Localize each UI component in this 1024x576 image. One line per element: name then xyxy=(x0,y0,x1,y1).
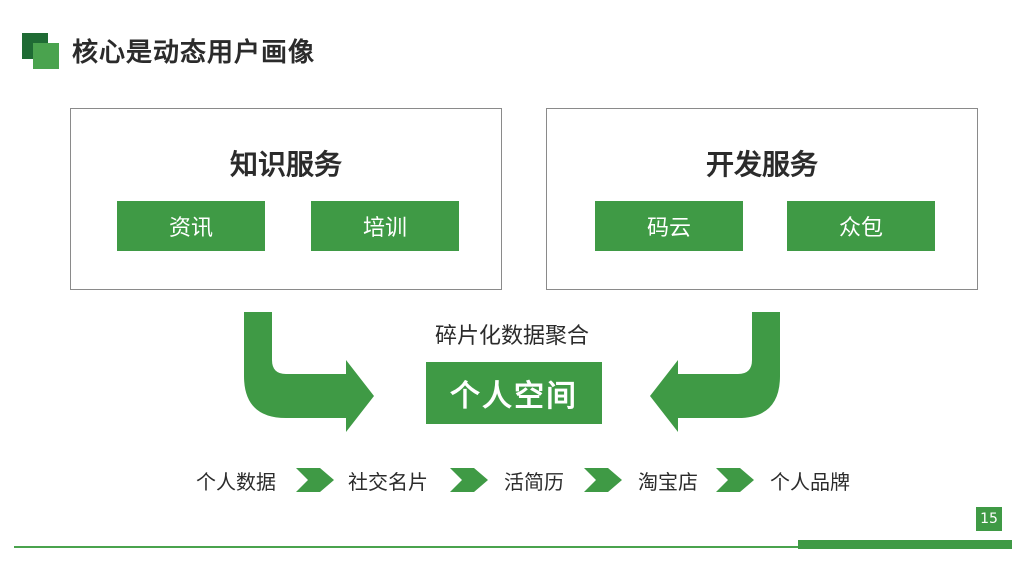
flow-item-social-card: 社交名片 xyxy=(348,470,428,494)
personal-space-box: 个人空间 xyxy=(426,362,602,424)
chevron-right-icon xyxy=(450,468,488,492)
chevron-right-icon xyxy=(716,468,754,492)
logo-icon xyxy=(22,33,62,69)
flow-item-live-resume: 活简历 xyxy=(504,470,564,494)
page-title: 核心是动态用户画像 xyxy=(72,38,316,68)
panel-title-dev: 开发服务 xyxy=(705,148,818,181)
chevron-right-icon xyxy=(584,468,622,492)
left-curved-arrow-icon xyxy=(244,312,374,432)
chevron-right-icon xyxy=(296,468,334,492)
page-number-badge: 15 xyxy=(976,507,1002,531)
training-box: 培训 xyxy=(311,201,459,251)
news-box: 资讯 xyxy=(117,201,265,251)
flow-item-personal-data: 个人数据 xyxy=(196,470,276,494)
code-cloud-box: 码云 xyxy=(595,201,743,251)
flow-item-personal-brand: 个人品牌 xyxy=(770,470,850,494)
right-curved-arrow-icon xyxy=(650,312,780,432)
crowdsourcing-box: 众包 xyxy=(787,201,935,251)
knowledge-services-panel: 知识服务 资讯 培训 xyxy=(70,108,502,290)
dev-services-panel: 开发服务 码云 众包 xyxy=(546,108,978,290)
flow-item-taobao-shop: 淘宝店 xyxy=(638,470,698,494)
flow-row: 个人数据 社交名片 活简历 淘宝店 个人品牌 xyxy=(0,462,1024,496)
panel-title-knowledge: 知识服务 xyxy=(229,148,342,181)
footer-accent-bar xyxy=(798,540,1012,549)
aggregation-label: 碎片化数据聚合 xyxy=(434,324,589,349)
footer-divider xyxy=(14,546,1012,548)
